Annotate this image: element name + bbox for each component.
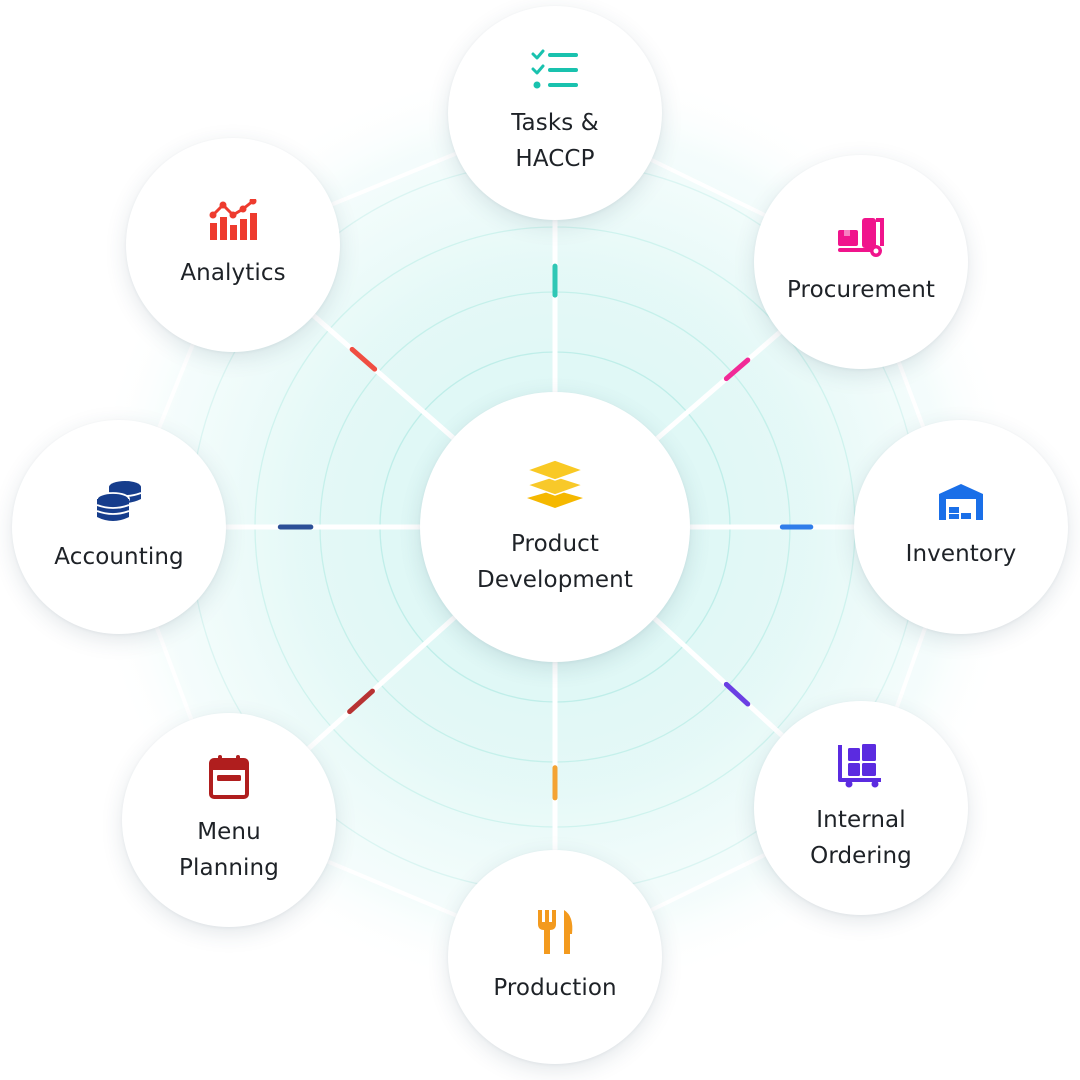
calendar-icon <box>209 755 249 799</box>
spoke-menu-planning <box>306 615 457 751</box>
spoke-accent-analytics <box>349 346 378 372</box>
node-label: Analytics <box>180 260 286 286</box>
node-label: Product Development <box>477 531 633 593</box>
node-label: Menu Planning <box>179 819 279 881</box>
node-label: Tasks & HACCP <box>511 110 599 172</box>
node-procurement[interactable]: Procurement <box>754 155 968 369</box>
node-menu-planning[interactable]: Menu Planning <box>122 713 336 927</box>
delivery-truck-icon <box>838 218 884 257</box>
node-label: Production <box>493 975 617 1001</box>
node-label: Accounting <box>54 544 184 570</box>
node-inventory[interactable]: Inventory <box>854 420 1068 634</box>
spoke-procurement <box>655 330 782 441</box>
node-label: Internal Ordering <box>810 807 912 869</box>
node-product-development[interactable]: Product Development <box>420 392 690 662</box>
node-analytics[interactable]: Analytics <box>126 138 340 352</box>
spoke-analytics <box>311 313 456 440</box>
spoke-accents <box>277 263 814 801</box>
node-label: Procurement <box>786 277 936 303</box>
checklist-icon <box>531 49 578 89</box>
bar-chart-icon <box>209 199 257 240</box>
node-internal-ordering[interactable]: Internal Ordering <box>754 701 968 915</box>
coins-icon <box>96 481 142 521</box>
node-production[interactable]: Production <box>448 850 662 1064</box>
layers-icon <box>524 459 586 508</box>
fork-knife-icon <box>538 910 573 954</box>
spoke-internal-ordering <box>652 616 784 738</box>
spoke-accent-procurement <box>723 357 751 382</box>
cart-icon <box>838 744 881 788</box>
spokes <box>226 220 854 850</box>
node-accounting[interactable]: Accounting <box>12 420 226 634</box>
node-tasks-haccp[interactable]: Tasks & HACCP <box>448 6 662 220</box>
node-label: Inventory <box>905 541 1017 567</box>
warehouse-icon <box>939 484 983 520</box>
spoke-accent-menu-planning <box>347 688 375 715</box>
spoke-accent-internal-ordering <box>723 681 751 707</box>
